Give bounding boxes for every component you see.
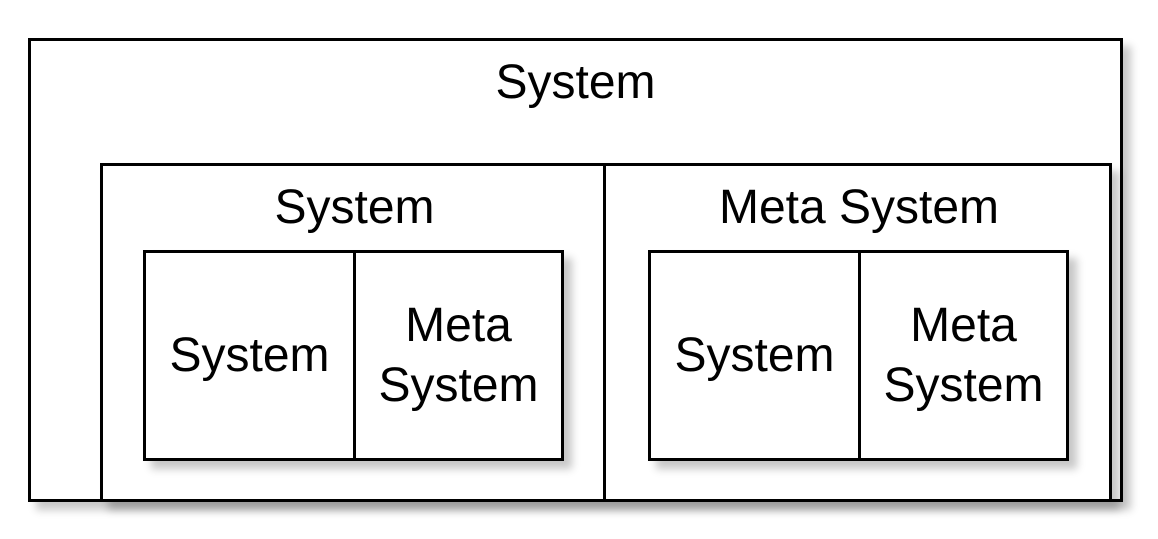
outer-system-box: System System System Meta System Meta Sy…	[28, 38, 1123, 502]
left-inner-meta-system-label: Meta System	[378, 298, 539, 412]
right-inner-system-cell: System	[651, 253, 858, 458]
left-system-label: System	[274, 181, 435, 234]
outer-system-label: System	[495, 56, 656, 109]
right-inner-system-label: System	[674, 328, 835, 382]
right-inner-meta-system-label: Meta System	[883, 298, 1044, 412]
middle-divider	[603, 163, 606, 502]
left-inner-system-label: System	[169, 328, 330, 382]
middle-container-box: System System Meta System Meta System Sy…	[100, 163, 1112, 502]
left-inner-box: System Meta System	[143, 250, 564, 461]
left-system-section: System System Meta System	[103, 166, 606, 499]
right-inner-meta-system-cell: Meta System	[861, 253, 1066, 458]
right-meta-system-label: Meta System	[718, 181, 1000, 234]
left-inner-divider	[353, 250, 356, 461]
left-inner-meta-system-cell: Meta System	[356, 253, 561, 458]
right-inner-box: System Meta System	[648, 250, 1069, 461]
right-meta-system-section: Meta System System Meta System	[609, 166, 1109, 499]
right-inner-divider	[858, 250, 861, 461]
left-inner-system-cell: System	[146, 253, 353, 458]
